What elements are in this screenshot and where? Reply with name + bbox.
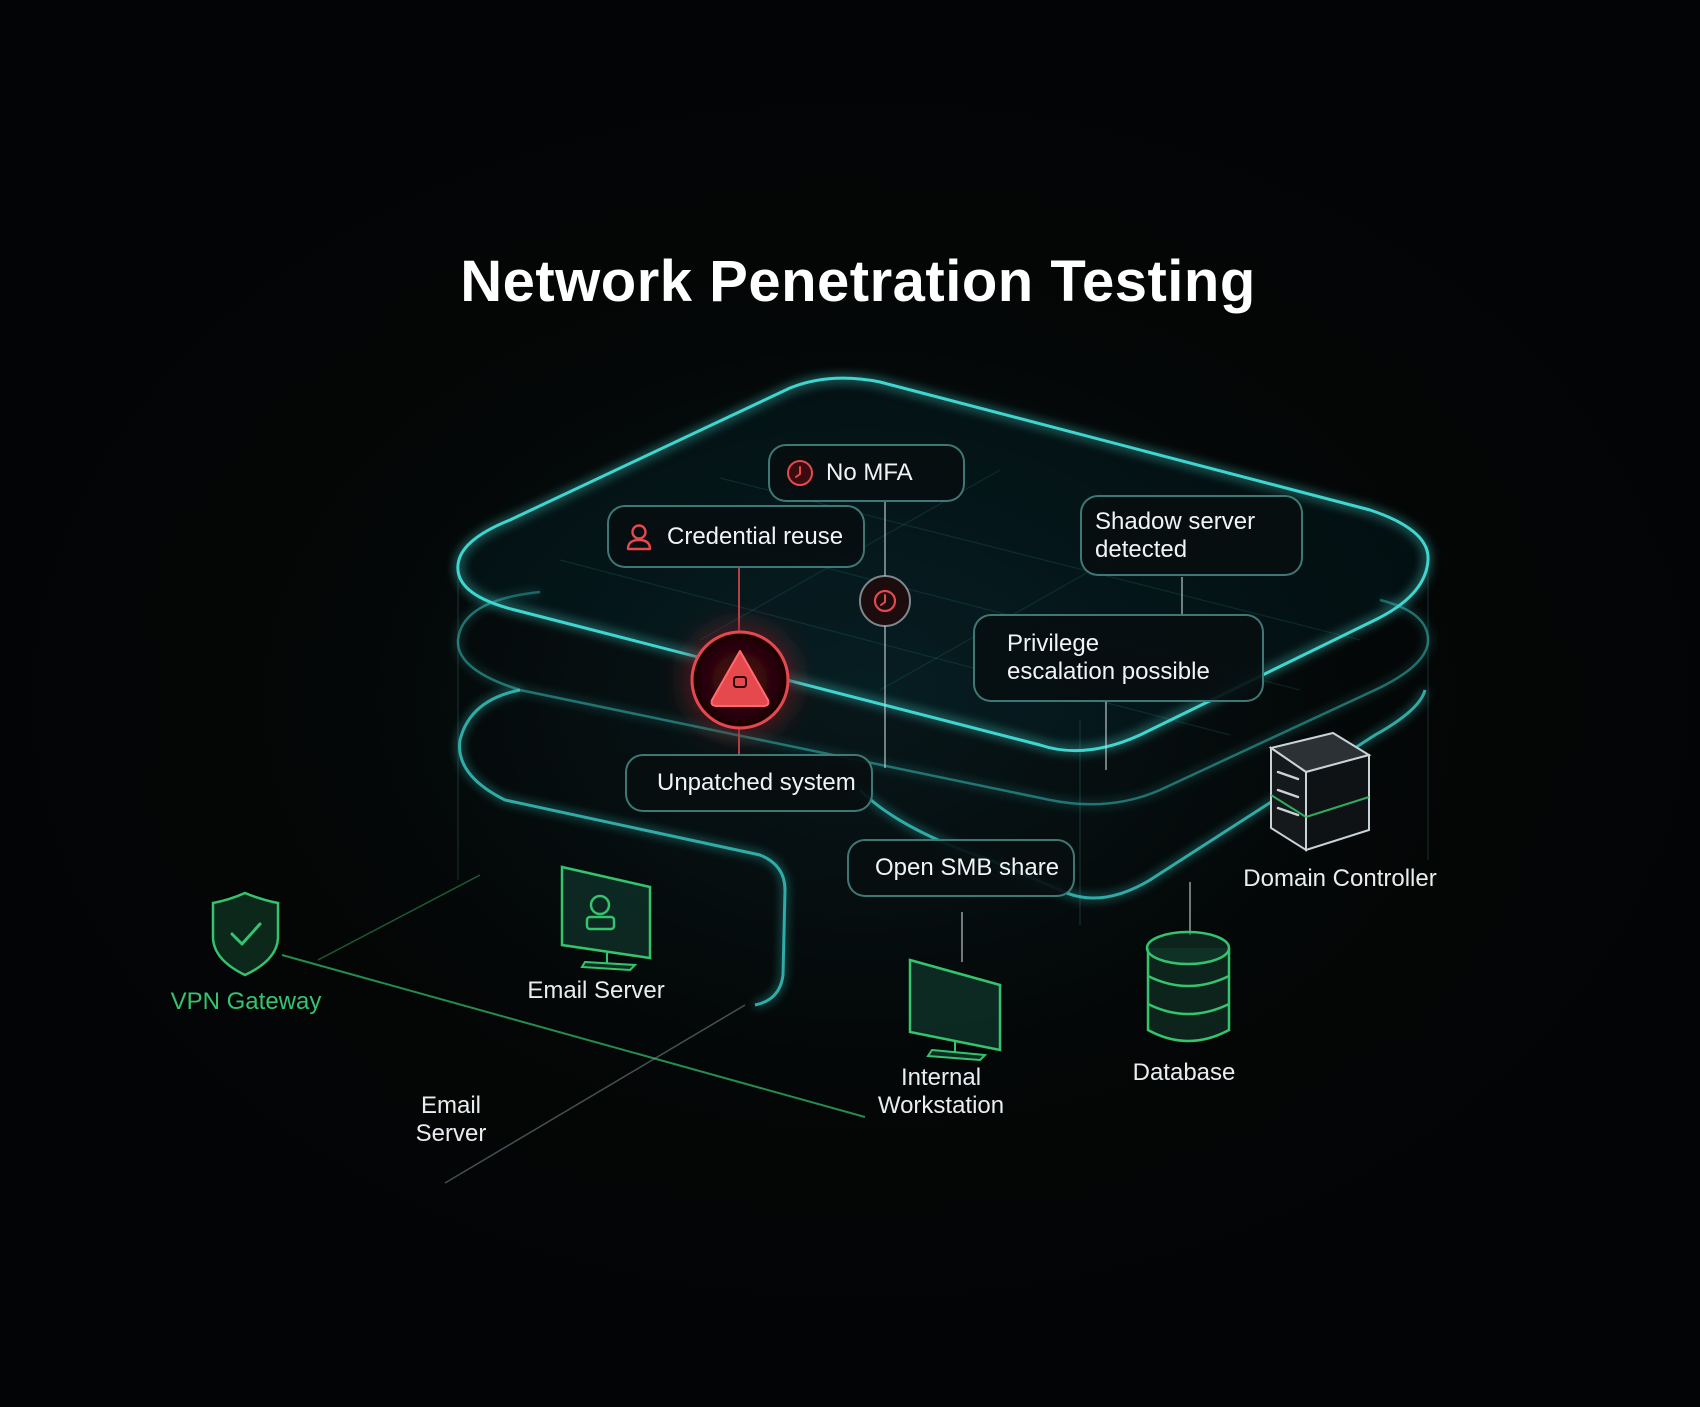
monitor-icon	[908, 958, 1002, 1052]
network-layer-middle	[456, 590, 1430, 806]
internal-workstation-label: Internal Workstation	[877, 1064, 1005, 1119]
finding-shadow-server[interactable]: Shadow server detected	[1080, 495, 1303, 576]
check-icon	[230, 922, 262, 946]
shield-icon	[211, 891, 280, 977]
layer-stack-edges	[457, 545, 1429, 925]
finding-label: Shadow server detected	[1095, 507, 1256, 563]
warning-triangle-icon	[710, 650, 770, 707]
vpn-gateway-label: VPN Gateway	[170, 988, 322, 1015]
database-icon	[1146, 948, 1231, 1043]
finding-label: Unpatched system	[657, 769, 856, 796]
finding-unpatched-system[interactable]: Unpatched system	[625, 754, 873, 812]
finding-label: Open SMB share	[875, 854, 1060, 881]
finding-connectors	[884, 502, 1191, 962]
finding-label: Credential reuse	[667, 522, 844, 550]
database-node	[1145, 930, 1231, 1043]
finding-open-smb-share[interactable]: Open SMB share	[847, 839, 1075, 897]
database-label: Database	[1132, 1059, 1236, 1086]
finding-no-mfa[interactable]: No MFA	[768, 444, 965, 502]
clock-node	[859, 575, 911, 627]
email-server-label: Email Server	[527, 977, 665, 1004]
clock-icon	[873, 589, 897, 613]
finding-label: No MFA	[826, 459, 913, 486]
finding-credential-reuse[interactable]: Credential reuse	[607, 505, 865, 568]
internal-workstation-node	[908, 958, 1002, 1062]
clock-icon	[786, 459, 814, 487]
domain-controller-node	[1268, 731, 1372, 852]
user-icon	[589, 894, 611, 916]
finding-privilege-escalation[interactable]: Privilege escalation possible	[973, 614, 1264, 702]
vpn-gateway-node	[211, 891, 280, 977]
email-server-node	[560, 865, 652, 972]
domain-controller-label: Domain Controller	[1243, 865, 1437, 892]
critical-alert-beacon	[690, 630, 790, 730]
finding-label: Privilege escalation possible	[1007, 630, 1210, 685]
email-server-secondary-label: Email Server	[415, 1092, 487, 1147]
network-layer-bottom	[458, 688, 1427, 1007]
page-title: Network Penetration Testing	[460, 249, 1256, 314]
user-icon	[623, 521, 655, 553]
network-links	[281, 874, 866, 1184]
